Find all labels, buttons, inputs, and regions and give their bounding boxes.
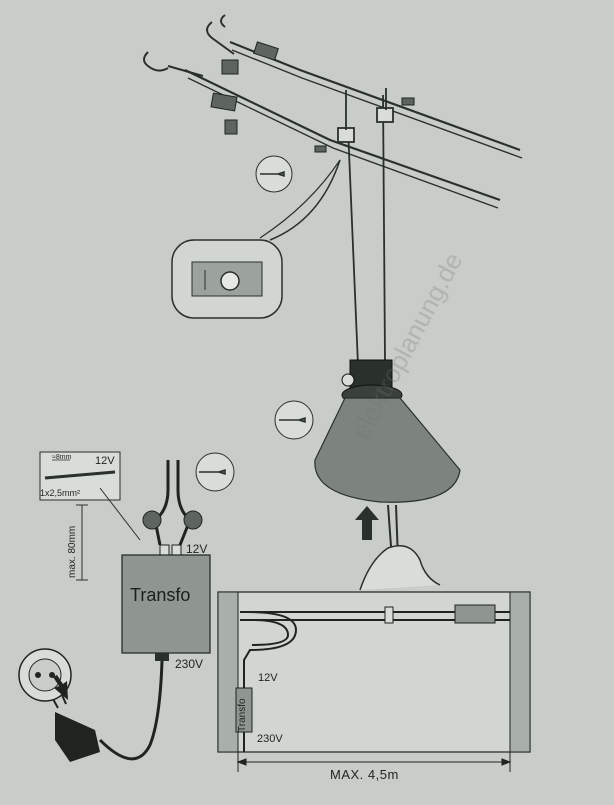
terminal-connector (183, 510, 203, 530)
lamp-socket-screw (341, 373, 355, 387)
room-low-voltage-label: 12V (258, 672, 278, 684)
upper-rail-edge (231, 49, 523, 159)
socket-hole (49, 672, 55, 678)
feed-wire (243, 611, 298, 752)
ceiling-hook (206, 21, 235, 55)
cable-voltage-label: 12V (95, 455, 115, 467)
terminal-connector (142, 510, 162, 530)
insert-arrow-icon (53, 675, 68, 700)
transformer-output-label: 12V (186, 542, 208, 556)
wall-socket (18, 648, 72, 702)
hand-insert (355, 504, 441, 591)
rail-clamp (253, 41, 279, 61)
rail-clip (401, 97, 415, 106)
cable-connector (454, 604, 496, 624)
clamp-screw-detail (220, 271, 240, 291)
cable-clamp (384, 606, 394, 624)
span-dimension (236, 752, 512, 772)
screwdriver-icon (255, 155, 293, 193)
room-mains-label: 230V (257, 733, 283, 745)
max-lead-label: max. 80mm (67, 525, 78, 578)
arrow-left-icon (236, 758, 247, 766)
hanger-wire-left (347, 127, 359, 366)
up-arrow-icon (355, 506, 379, 540)
arrow-right-icon (501, 758, 512, 766)
screwdriver-icon (195, 452, 235, 492)
max-span-label: MAX. 4,5m (330, 767, 399, 782)
socket-hole (35, 672, 41, 678)
leader-line (99, 487, 141, 541)
room-transformer-label: Transfo (237, 698, 248, 732)
screwdriver-icon (274, 400, 314, 440)
right-wall (509, 591, 531, 753)
transformer-label: Transfo (130, 585, 191, 605)
lamp-shade (314, 397, 461, 503)
cable-detail (39, 451, 141, 541)
strip-length-label: ≈8mm (52, 454, 72, 461)
mount-screw (224, 119, 238, 135)
left-wall (217, 591, 239, 753)
hanger-wire-right (382, 94, 386, 361)
cable-spec-label: 1x2,5mm² (40, 488, 81, 498)
transformer-cable-gland (155, 653, 169, 661)
lower-rail (184, 69, 501, 202)
callout-pointer (269, 159, 341, 241)
terminal-blocks (142, 510, 203, 556)
rail-clamps (210, 41, 415, 153)
terminal-screw (159, 544, 170, 556)
ceiling-hook-top (220, 14, 226, 28)
mount-plate (221, 59, 239, 75)
hanger-clamp (376, 107, 394, 123)
max-lead-dimension (76, 504, 88, 581)
rail-clip (314, 145, 327, 153)
cable-core (44, 470, 116, 480)
room-transformer (235, 687, 253, 733)
transformer-input-label: 230V (175, 657, 204, 671)
hanger-clamp (337, 127, 355, 143)
mount-plate (210, 92, 238, 112)
terminal-screw (171, 544, 182, 556)
room-schematic (217, 591, 531, 753)
upper-rail (229, 40, 521, 152)
transformer-box (121, 554, 211, 654)
hand-outline (359, 545, 441, 591)
pendant-hangers (337, 88, 394, 366)
detail-callout (171, 159, 341, 319)
mains-plug (55, 712, 100, 762)
transformer (121, 554, 211, 661)
pendant-lamp (314, 359, 461, 503)
callout-pointer (259, 159, 341, 239)
ceiling-hook (143, 51, 169, 72)
